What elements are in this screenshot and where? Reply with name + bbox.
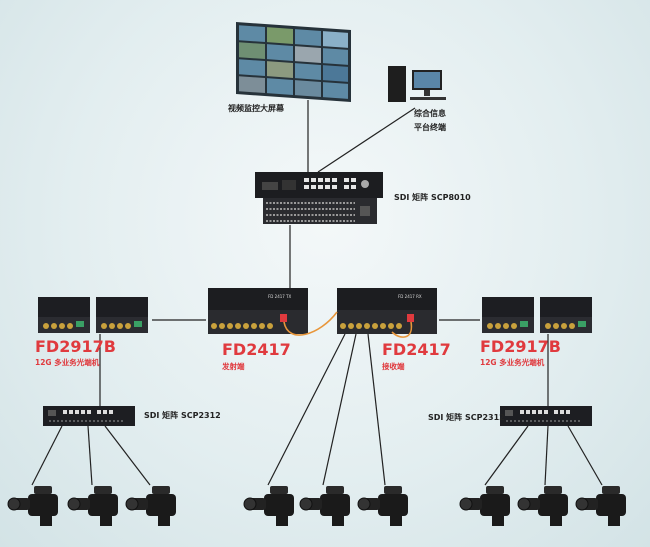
rx-role: 接收端 bbox=[382, 362, 405, 371]
tx-role: 发射端 bbox=[222, 362, 245, 371]
fd2917b-left-unit-1 bbox=[38, 297, 90, 333]
fd2417-rx-device bbox=[337, 288, 437, 334]
camera-icon bbox=[7, 485, 59, 527]
tx-panel-text: FD 2417 TX bbox=[268, 294, 292, 299]
sdi-matrix-scp2312-right bbox=[499, 405, 593, 427]
left-optic-desc: 12G 多业务光端机 bbox=[35, 358, 100, 367]
fd2917b-right-unit-1 bbox=[482, 297, 534, 333]
camera-icon bbox=[517, 485, 569, 527]
camera-icon bbox=[459, 485, 511, 527]
camera-icon bbox=[125, 485, 177, 527]
camera-icon bbox=[243, 485, 295, 527]
right-optic-desc: 12G 多业务光端机 bbox=[480, 358, 545, 367]
pc-terminal-icon bbox=[388, 66, 446, 102]
rx-model: FD2417 bbox=[382, 340, 451, 359]
right-optic-model: FD2917B bbox=[480, 337, 561, 356]
tx-model: FD2417 bbox=[222, 340, 291, 359]
terminal-label-1: 综合信息 bbox=[414, 109, 446, 118]
sdi-matrix-scp2312-left bbox=[42, 405, 136, 427]
camera-icon bbox=[299, 485, 351, 527]
video-wall bbox=[236, 22, 351, 103]
cameras bbox=[7, 485, 627, 527]
camera-icon bbox=[575, 485, 627, 527]
right-matrix-label: SDI 矩阵 SCP2312 bbox=[428, 413, 505, 422]
left-optic-model: FD2917B bbox=[35, 337, 116, 356]
terminal-label-2: 平台终端 bbox=[414, 123, 446, 132]
video-wall-label: 视频监控大屏幕 bbox=[228, 104, 284, 113]
fiber-cable bbox=[283, 311, 413, 338]
main-matrix-label: SDI 矩阵 SCP8010 bbox=[394, 193, 471, 202]
camera-icon bbox=[67, 485, 119, 527]
fd2917b-right-unit-2 bbox=[540, 297, 592, 333]
fd2917b-left-unit-2 bbox=[96, 297, 148, 333]
camera-icon bbox=[357, 485, 409, 527]
rx-panel-text: FD 2417 RX bbox=[398, 294, 422, 299]
sdi-matrix-scp8010 bbox=[255, 172, 383, 224]
left-matrix-label: SDI 矩阵 SCP2312 bbox=[144, 411, 221, 420]
connection-lines bbox=[31, 100, 603, 486]
fd2417-tx-device bbox=[208, 288, 308, 334]
